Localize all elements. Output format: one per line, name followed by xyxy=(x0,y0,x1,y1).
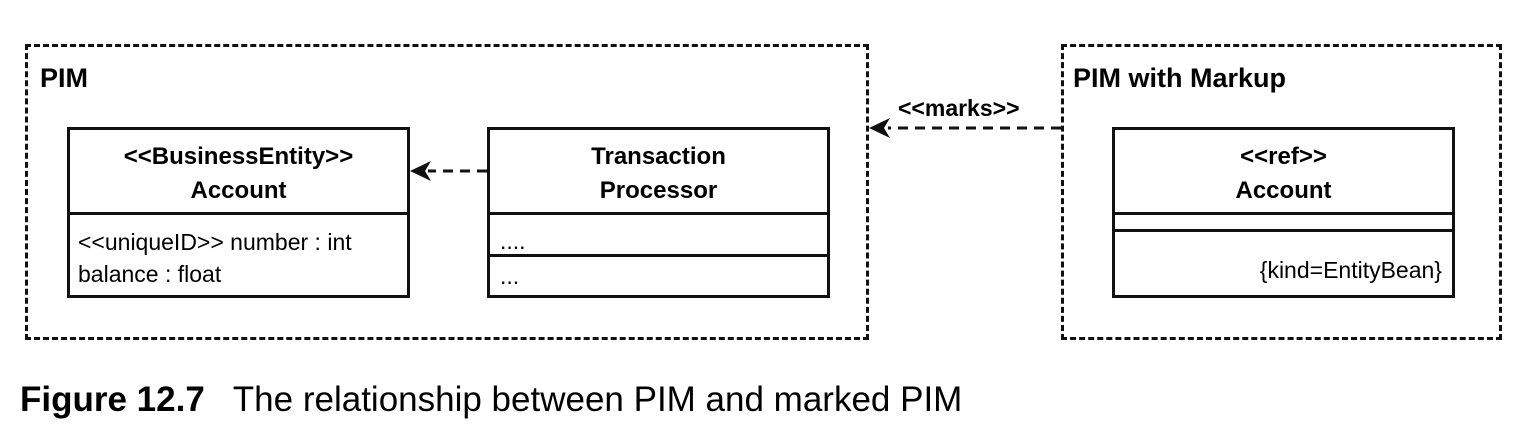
account-name: Account xyxy=(190,177,287,204)
pim-markup-package-title: PIM with Markup xyxy=(1073,63,1287,93)
ref-account-separator-1 xyxy=(1115,212,1452,215)
account-separator xyxy=(70,212,407,215)
account-attribute-number: <<uniqueID>> number : int xyxy=(78,229,352,255)
pim-markup-package xyxy=(1061,44,1502,340)
ref-account-name: Account xyxy=(1235,177,1332,204)
transaction-processor-name-line1: Transaction xyxy=(591,143,726,170)
ref-account-class: <<ref>> Account {kind=EntityBean} xyxy=(1112,127,1455,298)
figure-number: Figure 12.7 xyxy=(20,380,205,419)
transaction-processor-separator-1 xyxy=(490,212,827,215)
transaction-processor-header: Transaction Processor xyxy=(490,140,827,208)
account-class-header: <<BusinessEntity>> Account xyxy=(70,140,407,208)
transaction-processor-name-line2: Processor xyxy=(599,177,718,204)
marks-label: <<marks>> xyxy=(898,95,1020,121)
ref-account-header: <<ref>> Account xyxy=(1115,140,1452,208)
transaction-processor-attributes: .... xyxy=(500,228,526,254)
pim-package-title: PIM xyxy=(40,63,89,93)
dependency-arrow xyxy=(410,161,487,181)
ref-account-tagged-value: {kind=EntityBean} xyxy=(1259,257,1442,283)
ref-account-stereotype: <<ref>> xyxy=(1240,143,1327,170)
marks-arrow xyxy=(869,118,1061,138)
transaction-processor-operations: ... xyxy=(500,263,520,289)
account-attribute-balance: balance : float xyxy=(78,261,222,287)
account-class: <<BusinessEntity>> Account <<uniqueID>> … xyxy=(67,127,410,298)
figure-caption: Figure 12.7 The relationship between PIM … xyxy=(20,380,962,420)
account-stereotype: <<BusinessEntity>> xyxy=(123,143,354,170)
transaction-processor-class: Transaction Processor .... ... xyxy=(487,127,830,298)
figure-caption-text: The relationship between PIM and marked … xyxy=(232,380,963,419)
transaction-processor-separator-2 xyxy=(490,254,827,257)
ref-account-separator-2 xyxy=(1115,229,1452,232)
pim-package xyxy=(25,44,869,340)
